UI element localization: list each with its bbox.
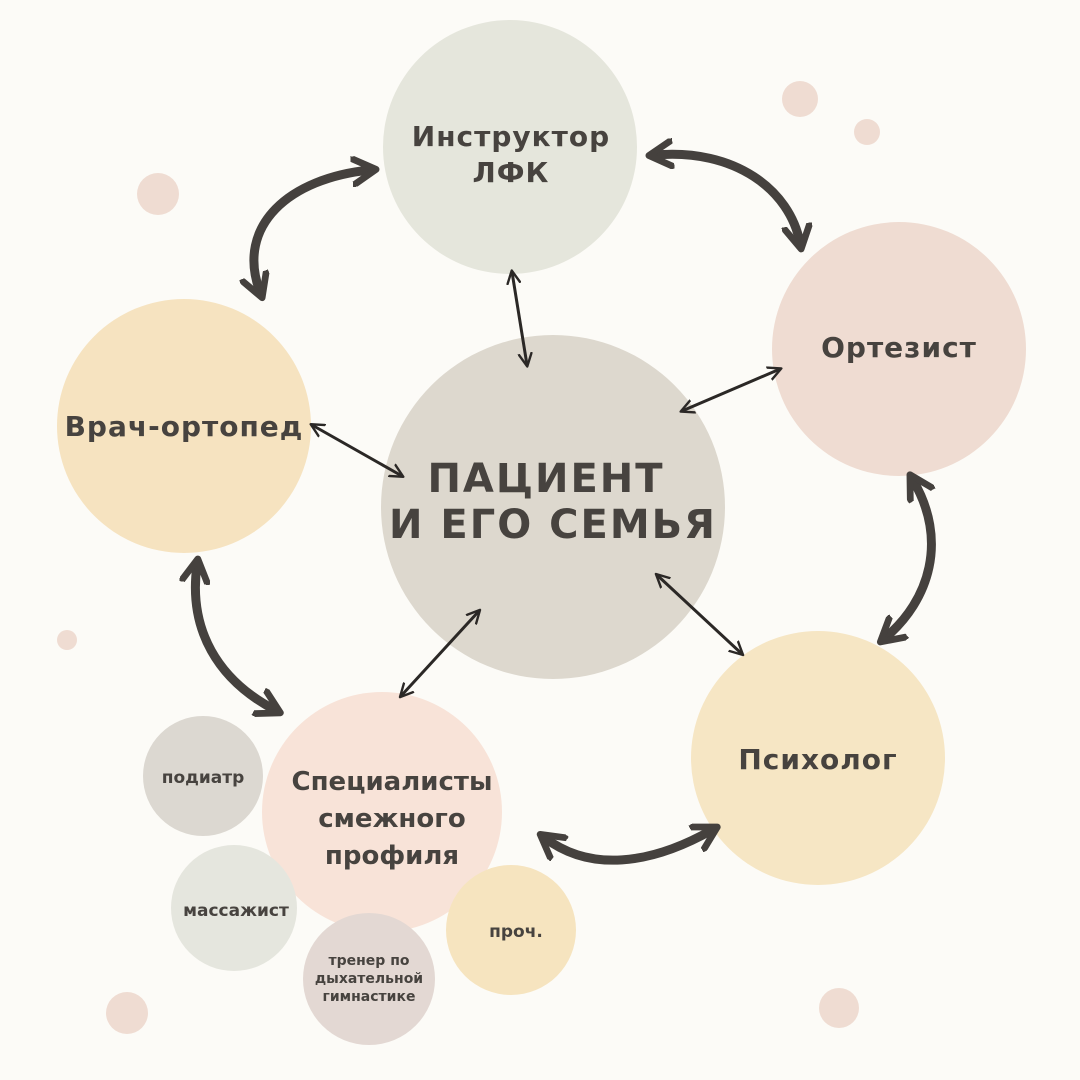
arrow-instructor-ortezist — [655, 154, 800, 243]
specialists-label-line3: профиля — [325, 841, 459, 871]
arrow-vrach-instructor — [254, 170, 370, 292]
center-title-line1: ПАЦИЕНТ — [427, 456, 664, 502]
specialists-label-line1: Специалисты — [292, 767, 493, 797]
vrach-circle — [57, 299, 311, 553]
massazhist-label: массажист — [183, 901, 289, 921]
podiatr-circle — [143, 716, 263, 836]
center-circle — [381, 335, 725, 679]
proch-circle — [446, 865, 576, 995]
trener-circle — [303, 913, 435, 1045]
arrow-ortezist-psiholog — [885, 480, 936, 638]
arrow-center-psiholog — [657, 575, 742, 654]
massazhist-circle — [171, 845, 297, 971]
ortezist-label: Ортезист — [821, 331, 977, 364]
arrow-center-specialists — [401, 611, 479, 696]
ortezist-circle — [772, 222, 1026, 476]
arrow-center-vrach — [312, 425, 402, 476]
decor-dot — [137, 173, 179, 215]
podiatr-label: подиатр — [162, 768, 245, 788]
specialists-label-line2: смежного — [318, 804, 465, 834]
instructor-label-line2: ЛФК — [473, 156, 550, 189]
center-title-line2: И ЕГО СЕМЬЯ — [389, 502, 717, 548]
specialists-circle — [262, 692, 502, 932]
decor-dot — [106, 992, 148, 1034]
instructor-label-line1: Инструктор — [412, 120, 610, 153]
decor-dot — [819, 988, 859, 1028]
proch-label: проч. — [489, 922, 543, 942]
trener-label-line1: тренер по — [329, 953, 410, 969]
arrow-center-instructor — [512, 272, 527, 365]
psiholog-label: Психолог — [738, 743, 897, 776]
psiholog-circle — [691, 631, 945, 885]
arrow-psiholog-specialists — [545, 830, 712, 865]
trener-label-line2: дыхательной — [315, 971, 423, 987]
arrow-specialists-vrach — [195, 565, 275, 710]
arrow-center-ortezist — [682, 369, 780, 411]
instructor-circle — [383, 20, 637, 274]
decor-dot — [854, 119, 880, 145]
vrach-label: Врач-ортопед — [65, 410, 304, 443]
decor-dot — [57, 630, 77, 650]
decor-dot — [782, 81, 818, 117]
trener-label-line3: гимнастике — [323, 989, 416, 1005]
